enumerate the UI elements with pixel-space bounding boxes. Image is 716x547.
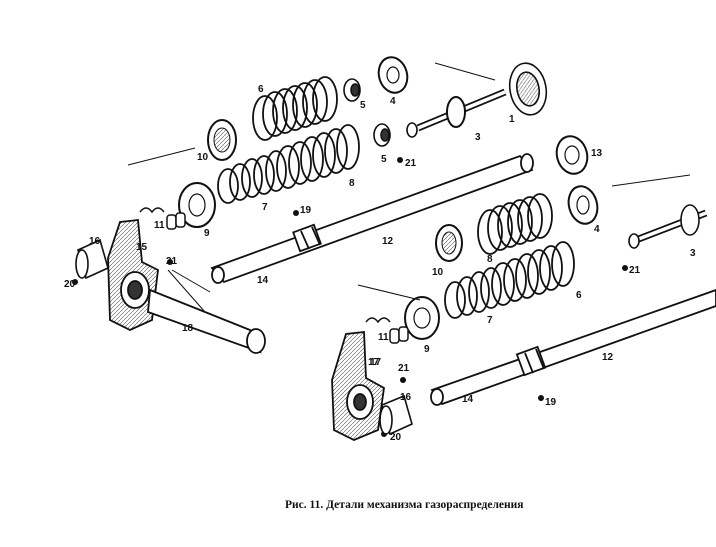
spring-washer (404, 296, 440, 340)
inner-spring (444, 241, 575, 319)
spring-retainer (207, 119, 237, 161)
washer (567, 185, 599, 225)
leader-lines (357, 174, 691, 301)
part-label: 12 (382, 236, 394, 247)
part-label: 13 (591, 148, 603, 159)
part-label: 11 (378, 332, 389, 343)
axle (147, 288, 266, 354)
part-label: 19 (300, 205, 312, 216)
inner-spring (217, 124, 360, 204)
part-label: 19 (545, 397, 557, 408)
rocker-shaft (430, 289, 716, 406)
valve-seal (343, 78, 391, 147)
part-label: 21 (166, 256, 178, 267)
washer (555, 135, 589, 175)
figure-caption: Рис. 11. Детали механизма газораспределе… (285, 499, 524, 511)
rocker-arm (331, 330, 385, 441)
part-label: 4 (390, 96, 396, 107)
outer-spring (252, 76, 338, 141)
part-label: 20 (390, 432, 402, 443)
part-label: 17 (370, 357, 382, 368)
part-label: 1 (509, 114, 515, 125)
part-label: 18 (182, 323, 194, 334)
part-labels: 1 3 4 5 5 6 7 8 9 10 11 12 13 14 15 16 1… (64, 84, 696, 443)
part-label: 5 (381, 154, 387, 165)
part-label: 9 (424, 344, 430, 355)
rocker-shaft (210, 153, 534, 284)
part-label: 21 (398, 363, 410, 374)
spring-retainer (435, 224, 463, 262)
valve-cotters (139, 207, 186, 230)
outer-spring (477, 193, 553, 255)
washer (446, 96, 466, 128)
part-label: 4 (594, 224, 600, 235)
part-label: 21 (405, 158, 417, 169)
part-label: 8 (487, 254, 493, 265)
part-label: 7 (487, 315, 493, 326)
part-label: 6 (258, 84, 264, 95)
part-label: 16 (89, 236, 101, 247)
part-label: 21 (629, 265, 641, 276)
part-label: 5 (360, 100, 366, 111)
bushing (75, 238, 109, 280)
part-label: 17 (368, 357, 380, 368)
part-label: 12 (602, 352, 614, 363)
leader-lines (127, 62, 496, 313)
part-label: 20 (64, 279, 76, 290)
valve-cotters (365, 317, 409, 344)
part-label: 8 (349, 178, 355, 189)
valve (406, 62, 548, 138)
part-label: 6 (576, 290, 582, 301)
rocker-arm (107, 219, 159, 331)
bushing (379, 394, 413, 436)
spring-washer (178, 182, 216, 228)
part-label: 7 (262, 202, 268, 213)
part-label: 11 (154, 220, 165, 231)
part-label: 14 (257, 275, 269, 286)
part-label: 16 (400, 392, 412, 403)
part-label: 10 (197, 152, 209, 163)
part-label: 9 (204, 228, 210, 239)
part-label: 10 (432, 267, 444, 278)
part-label: 3 (690, 248, 696, 259)
part-label: 3 (475, 132, 481, 143)
part-label: 15 (136, 242, 148, 253)
part-label: 14 (462, 394, 474, 405)
valve (628, 204, 708, 249)
